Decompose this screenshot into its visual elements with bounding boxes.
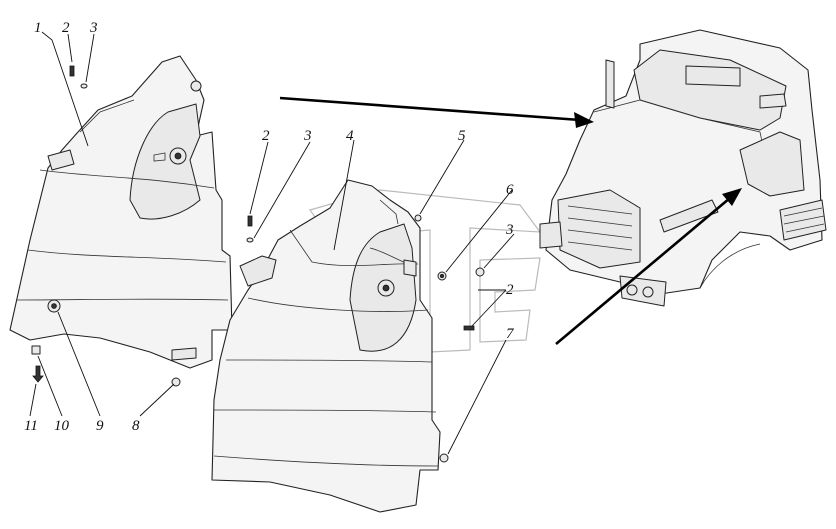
callout-11: 11: [24, 418, 38, 434]
inner-fender-liner: [9, 55, 233, 369]
assembly-arrow-bottom: [555, 197, 731, 345]
assembly-arrow-top: [279, 96, 581, 122]
callout-3c: 3: [505, 222, 514, 238]
callout-2c: 2: [506, 282, 514, 298]
callout-6: 6: [506, 182, 514, 198]
callout-4: 4: [346, 128, 354, 144]
callout-3a: 3: [89, 20, 98, 36]
callout-2a: 2: [62, 20, 70, 36]
callout-5: 5: [458, 128, 466, 144]
callout-2b: 2: [262, 128, 270, 144]
callout-1: 1: [34, 20, 42, 36]
outer-fender: [211, 179, 441, 513]
callout-3b: 3: [303, 128, 312, 144]
callout-7: 7: [506, 326, 515, 342]
leader-lines: [29, 31, 515, 455]
callout-10: 10: [54, 418, 70, 434]
truck-cab-illustration: [539, 29, 827, 307]
assembly-arrows: [279, 96, 742, 345]
callout-labels: 1 2 3 2 3 4 5 6 3 2 7 8 9 10 11: [24, 20, 515, 434]
callout-8: 8: [132, 418, 140, 434]
callout-9: 9: [96, 418, 104, 434]
